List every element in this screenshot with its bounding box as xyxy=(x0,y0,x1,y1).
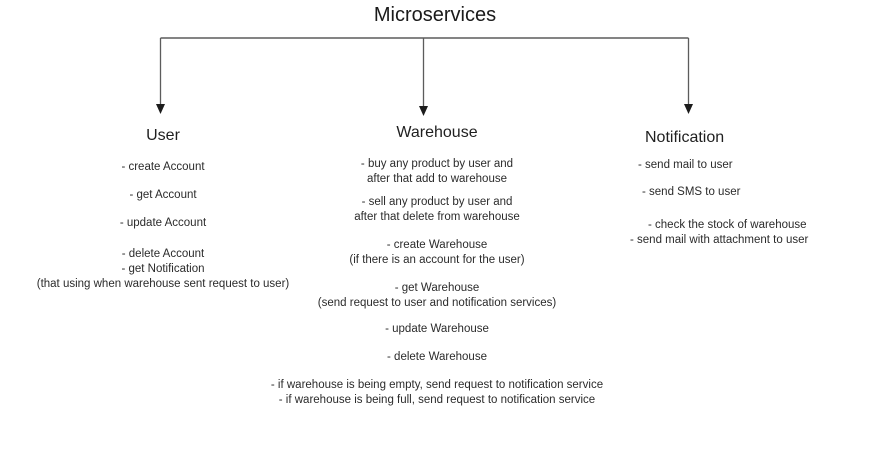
list-item: - send mail to user xyxy=(630,158,865,173)
item-text: - delete Warehouse xyxy=(387,351,487,363)
list-item: - get Warehouse (send request to user an… xyxy=(237,281,637,311)
list-item: - check the stock of warehouse xyxy=(630,218,865,233)
item-text: - get Notification xyxy=(121,263,205,275)
list-item: - if warehouse is being empty, send requ… xyxy=(237,378,637,393)
item-text: - buy any product by user and xyxy=(360,158,514,170)
list-item: - delete Account xyxy=(3,247,323,262)
column-heading-user: User xyxy=(146,127,180,144)
diagram-title: Microservices xyxy=(373,4,497,26)
column-heading-warehouse: Warehouse xyxy=(396,124,478,141)
column-warehouse: Warehouse - buy any product by user and … xyxy=(237,123,637,408)
column-notification: Notification - send mail to user - send … xyxy=(630,128,865,248)
list-item: - send SMS to user xyxy=(630,185,865,200)
column-heading-notification: Notification xyxy=(645,129,725,146)
item-text: - sell any product by user and xyxy=(361,196,513,208)
item-note: after that add to warehouse xyxy=(366,173,507,185)
list-item: - delete Warehouse xyxy=(237,350,637,365)
list-item: - create Account xyxy=(3,160,323,175)
item-text: - delete Account xyxy=(121,248,205,260)
item-text: - create Account xyxy=(121,161,205,173)
item-note: after that delete from warehouse xyxy=(354,211,520,223)
item-note: (that using when warehouse sent request … xyxy=(36,278,290,290)
arrow-down-icon xyxy=(419,106,428,116)
arrow-down-icon xyxy=(684,104,693,114)
list-item: - update Warehouse xyxy=(237,322,637,337)
item-note: (if there is an account for the user) xyxy=(349,254,525,266)
item-text: - send mail with attachment to user xyxy=(630,234,809,246)
list-item: - update Account xyxy=(3,216,323,231)
list-item: - sell any product by user and after tha… xyxy=(237,195,637,225)
item-text: - send mail to user xyxy=(638,159,733,171)
item-text: - check the stock of warehouse xyxy=(648,219,807,231)
list-item: - send mail with attachment to user xyxy=(630,233,865,248)
list-item: - get Account xyxy=(3,188,323,203)
list-item: - buy any product by user and after that… xyxy=(237,157,637,187)
item-text: - send SMS to user xyxy=(642,186,741,198)
item-text: - update Account xyxy=(119,217,207,229)
item-note: (send request to user and notification s… xyxy=(317,297,557,309)
item-text: - if warehouse is being full, send reque… xyxy=(278,394,596,406)
item-text: - update Warehouse xyxy=(385,323,489,335)
item-text: - get Account xyxy=(129,189,197,201)
list-item: - create Warehouse (if there is an accou… xyxy=(237,238,637,268)
list-item: - get Notification (that using when ware… xyxy=(3,262,323,292)
column-user: User - create Account - get Account - up… xyxy=(3,126,323,292)
item-text: - if warehouse is being empty, send requ… xyxy=(270,379,604,391)
item-text: - get Warehouse xyxy=(394,282,480,294)
item-text: - create Warehouse xyxy=(386,239,488,251)
arrow-down-icon xyxy=(156,104,165,114)
list-item: - if warehouse is being full, send reque… xyxy=(237,393,637,408)
